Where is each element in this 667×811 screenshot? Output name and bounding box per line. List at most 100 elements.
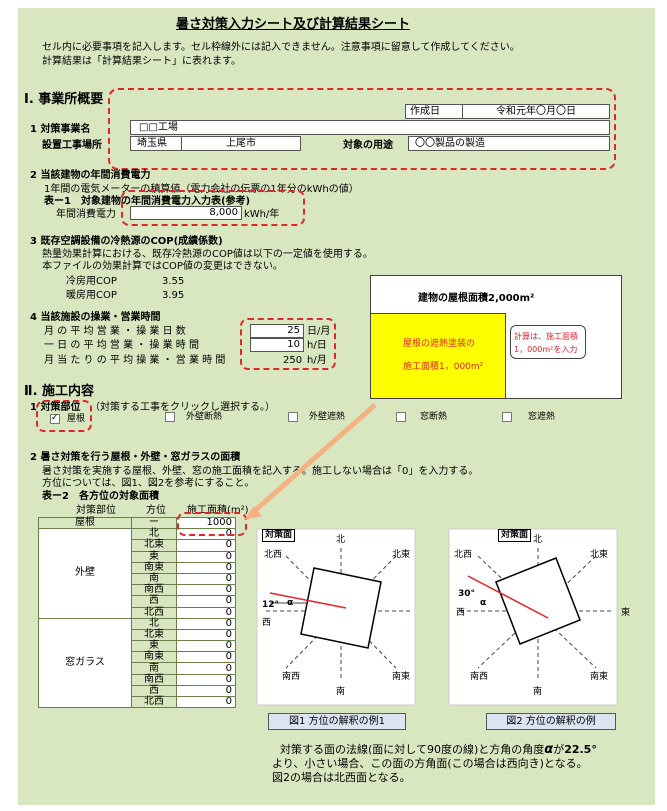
window-dir-se: 南東 [131,651,177,664]
wall-dir-se: 南東 [131,561,177,574]
wall-area-nw[interactable]: 0 [176,606,236,619]
col-part-header: 対策部位 [76,505,116,516]
col-dir-header: 方位 [146,505,166,516]
ops-hours-field[interactable]: 10 [250,338,304,352]
wall-dir-sw: 南西 [131,584,177,597]
heating-cop-label: 暖房用COP [66,290,117,301]
fig1-caption: 図1 方位の解釈の例1 [268,713,406,730]
window-dir-s: 南 [131,662,177,675]
annual-power-unit: kWh/年 [244,209,280,220]
checkbox-roof-label: 屋根 [67,414,86,424]
wall-area-se[interactable]: 0 [176,561,236,574]
window-area-ne[interactable]: 0 [176,628,236,642]
roof-area-highlight [177,512,247,536]
window-area-s[interactable]: 0 [176,662,236,675]
footer-line-1: 対策する面の法線(面に対して90度の線)と方角の角度αが22.5° [280,743,597,756]
wall-dir-ne: 北東 [131,539,177,552]
wall-part-cell: 外壁 [38,528,132,619]
section3-heading: 3 既存空調設備の冷熱源のCOP(成績係数) [30,236,223,247]
fig2-caption: 図2 方位の解釈の例 [486,713,616,730]
intro-line-1: セル内に必要事項を記入します。セル枠線外には記入できません。注意事項に留意して作… [42,42,520,53]
area-desc-1: 暑さ対策を実施する屋根、外壁、窓の施工面積を記入する。施工しない場合は「0」を入… [42,466,479,477]
fig2-alpha: α [480,598,487,608]
ops-days-unit: 日/月 [307,326,331,337]
roof-note-line2: 1，000m²を入力 [514,345,578,354]
section3-desc-1: 熱量効果計算における、既存冷熱源のCOP値は以下の一定値を使用する。 [42,249,373,260]
window-dir-sw: 南西 [131,673,177,686]
annual-power-label: 年間消費電力 [56,209,116,220]
ops-highlight [240,318,336,370]
wall-area-sw[interactable]: 0 [176,584,236,597]
window-area-w[interactable]: 0 [176,684,236,698]
section2-heading: 2 当該建物の年間消費電力 [30,170,151,181]
ops-monthly-unit: h/月 [307,355,327,366]
fig1-n: 北 [336,535,346,545]
window-area-se[interactable]: 0 [176,651,236,664]
window-dir-w: 西 [131,684,177,698]
page-title: 暑さ対策入力シート及び計算結果シート [176,17,411,32]
checkbox-roof-mark: ✓ [51,413,59,423]
checkbox-wall-shield-label: 外壁遮熱 [309,412,346,422]
window-area-n[interactable]: 0 [176,617,236,630]
fig1-s: 南 [336,687,346,697]
use-field[interactable]: 〇〇製品の製造 [408,136,610,151]
checkbox-window-shield[interactable] [502,412,512,422]
checkbox-window-shield-label: 窓遮熱 [528,412,556,422]
site-label: 設置工事場所 [42,140,102,151]
business-name-field[interactable]: □□工場 [130,120,610,135]
annual-power-field[interactable]: 8,000 [130,206,242,220]
checkbox-window-insulation[interactable] [396,412,406,422]
fig1-sw: 南西 [282,672,301,682]
window-part-cell: 窓ガラス [38,617,132,709]
section3-desc-2: 本ファイルの効果計算ではCOP値の変更はできない。 [42,261,283,272]
wall-area-w[interactable]: 0 [176,595,236,608]
wall-dir-e: 東 [131,550,177,563]
section1-highlight [108,88,616,170]
section4-heading: 4 当該施設の操業・営業時間 [30,312,161,323]
checkbox-wall-shield[interactable] [288,412,298,422]
prefecture-field[interactable]: 埼玉県 [130,136,182,151]
target-heading: 1 対策部位 [30,402,81,413]
created-date-field[interactable]: 令和元年〇月〇日 [462,104,610,119]
fig1-nw: 北西 [264,550,283,560]
window-area-sw[interactable]: 0 [176,673,236,686]
ops-monthly-label: 月 当 た り の 平 均 操 業 ・ 営 業 時 間 [44,355,226,366]
checkbox-roof[interactable] [50,414,60,424]
footer-alpha: α [544,742,554,757]
roof-note-box [510,325,586,359]
ops-days-label: 月 の 平 均 営 業 ・ 操 業 日 数 [44,326,186,337]
roof-coated-area [370,313,506,399]
window-area-nw[interactable]: 0 [176,695,236,709]
wall-area-s[interactable]: 0 [176,572,236,586]
business-name-label: 1 対策事業名 [30,124,91,135]
checkbox-window-insulation-label: 窓断熱 [420,412,448,422]
wall-area-e[interactable]: 0 [176,550,236,563]
fig2-sw: 南西 [470,672,489,682]
wall-area-ne[interactable]: 0 [176,539,236,552]
wall-dir-nw: 北西 [131,606,177,619]
fig1-se: 南東 [392,672,411,682]
window-dir-ne: 北東 [131,628,177,642]
fig2-angle: 30° [458,589,476,599]
fig2-nw: 北西 [454,550,473,560]
checkbox-wall-insulation[interactable] [165,412,175,422]
figure1-diagram [256,528,416,706]
target-highlight [36,400,92,432]
roof-dir-cell: ー [131,516,177,530]
window-area-e[interactable]: 0 [176,640,236,653]
section2-desc: 1年間の電気メーターの積算値（電力会社の伝票の1年分のkWhの値） [44,184,359,195]
fig2-e: 東 [621,608,631,618]
ops-days-field[interactable]: 25 [250,324,304,338]
fig2-w: 西 [456,608,466,618]
ops-hours-unit: h/日 [307,340,327,351]
checkbox-wall-insulation-label: 外壁断熱 [186,412,223,422]
wall-dir-w: 西 [131,595,177,608]
city-field[interactable]: 上尾市 [181,136,301,151]
fig2-se: 南東 [590,672,609,682]
